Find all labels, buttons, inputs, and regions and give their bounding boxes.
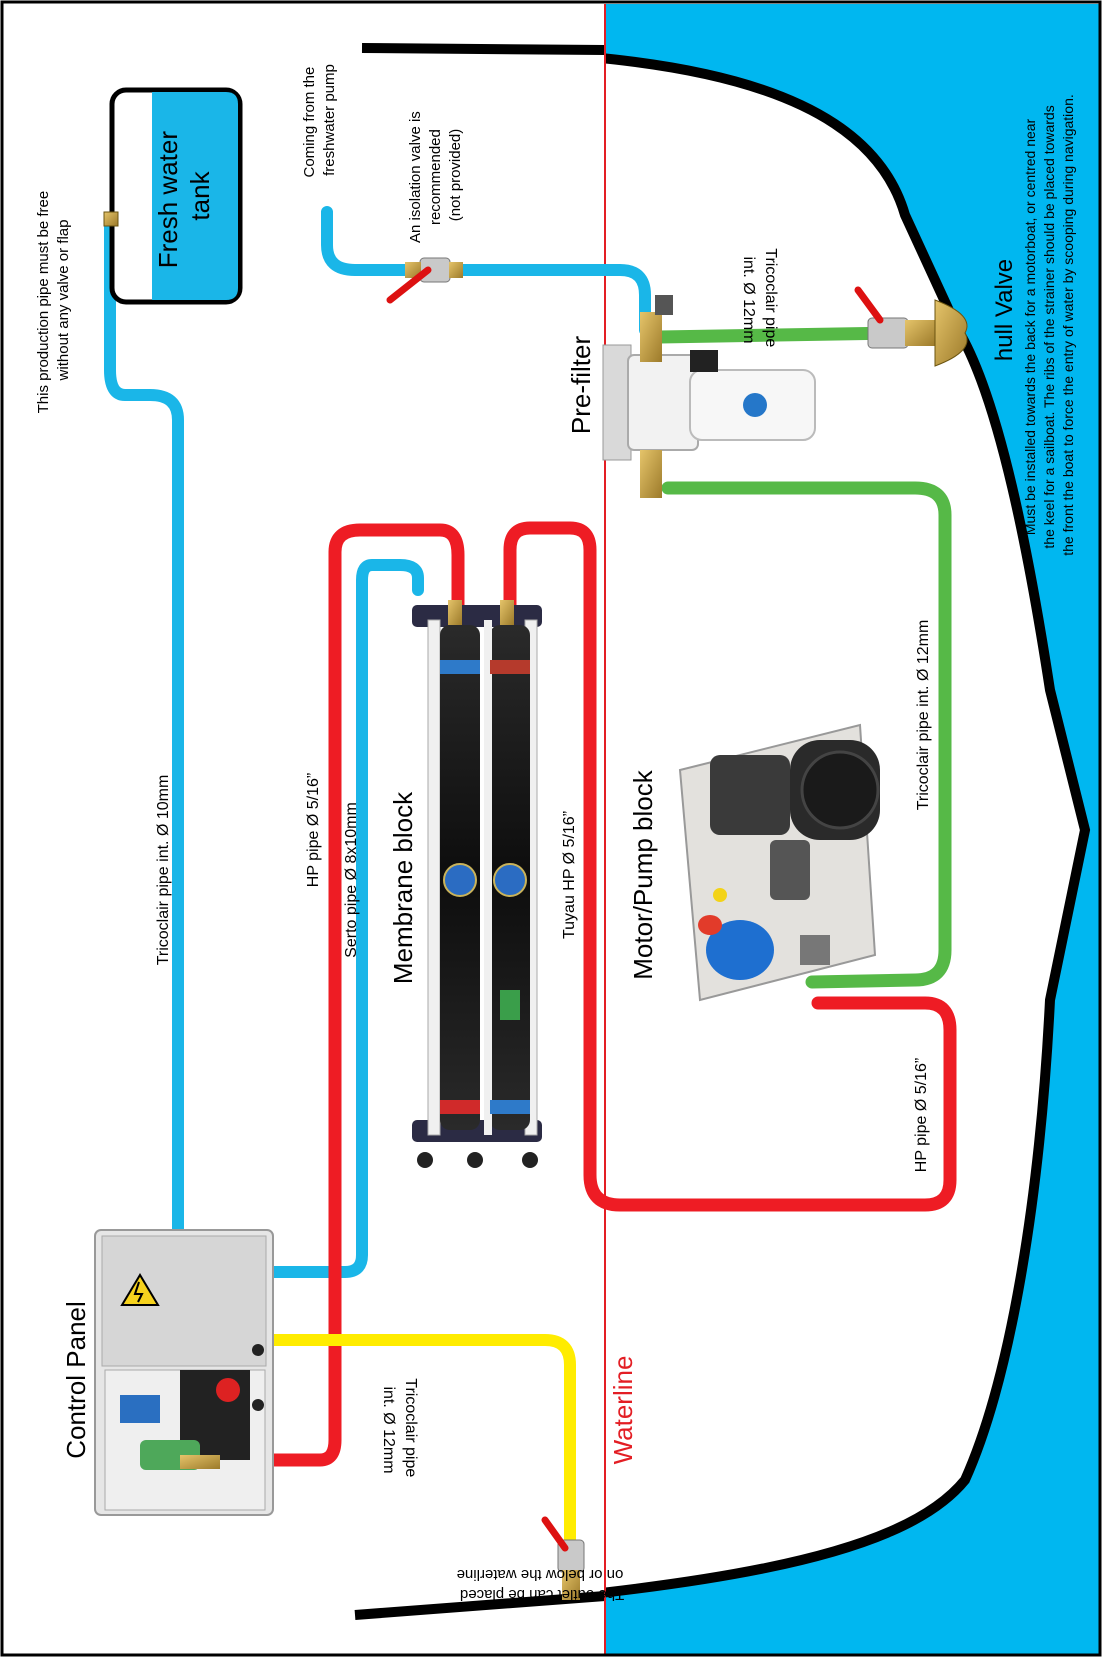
hp-pipe-bottom-label: HP pipe Ø 5/16” [913,1058,930,1172]
waterline-label: Waterline [608,1356,638,1465]
isolation-valve-line-3: (not provided) [447,129,464,222]
svg-text:Must be installed towards the: Must be installed towards the back for a… [1022,94,1076,556]
tricoclair-bottom-left-line-2: int. Ø 12mm [380,1386,397,1473]
control-panel-label: Control Panel [61,1301,91,1459]
hp-pipe-left-label: HP pipe Ø 5/16” [305,773,322,887]
motor-pump-block-label: Motor/Pump block [628,769,658,980]
motor-pump-block [680,725,880,1000]
green-pipe-hull-valve [660,333,900,337]
control-panel [95,1230,273,1515]
tricoclair-top-right-line-1: Tricoclair pipe [762,248,779,347]
hull-valve-note-line-1: Must be installed towards the back for a… [1022,118,1038,535]
tank-fitting [104,212,118,226]
hull-top-edge [362,48,605,50]
tricoclair-10mm-label: Tricoclair pipe int. Ø 10mm [155,775,172,966]
hull-valve-note-line-3: the front the boat to force the entry of… [1060,94,1076,556]
membrane-block-label: Membrane block [388,791,418,984]
hull-valve-label: hull Valve [991,259,1018,361]
outlet-note-line-2: on or below the waterline [457,1566,624,1583]
production-pipe-note-line-2: without any valve or flap [55,220,72,382]
fresh-water-tank: Fresh water tank [104,90,240,302]
production-pipe-note-line-1: This production pipe must be free [35,191,52,414]
tank-label-line-2: tank [185,170,215,220]
hull-valve-note-line-2: the keel for a sailboat. The ribs of the… [1041,105,1057,548]
tuyau-hp-label: Tuyau HP Ø 5/16” [561,811,578,939]
outlet-note-line-1: The outlet can be placed [460,1586,624,1603]
isolation-valve-line-2: recommended [427,129,444,225]
serto-pipe-label: Serto pipe Ø 8x10mm [343,802,360,958]
tricoclair-12mm-right-label: Tricoclair pipe int. Ø 12mm [915,620,932,811]
tricoclair-top-right-line-2: int. Ø 12mm [740,256,757,343]
tricoclair-bottom-left-line-1: Tricoclair pipe [402,1378,419,1477]
tank-label-line-1: Fresh water [153,131,183,269]
pre-filter-label: Pre-filter [566,336,596,435]
coming-from-line-1: Coming from the [301,67,318,178]
membrane-block [412,600,542,1168]
isolation-valve-line-1: An isolation valve is [407,111,424,243]
coming-from-line-2: freshwater pump [321,64,338,176]
